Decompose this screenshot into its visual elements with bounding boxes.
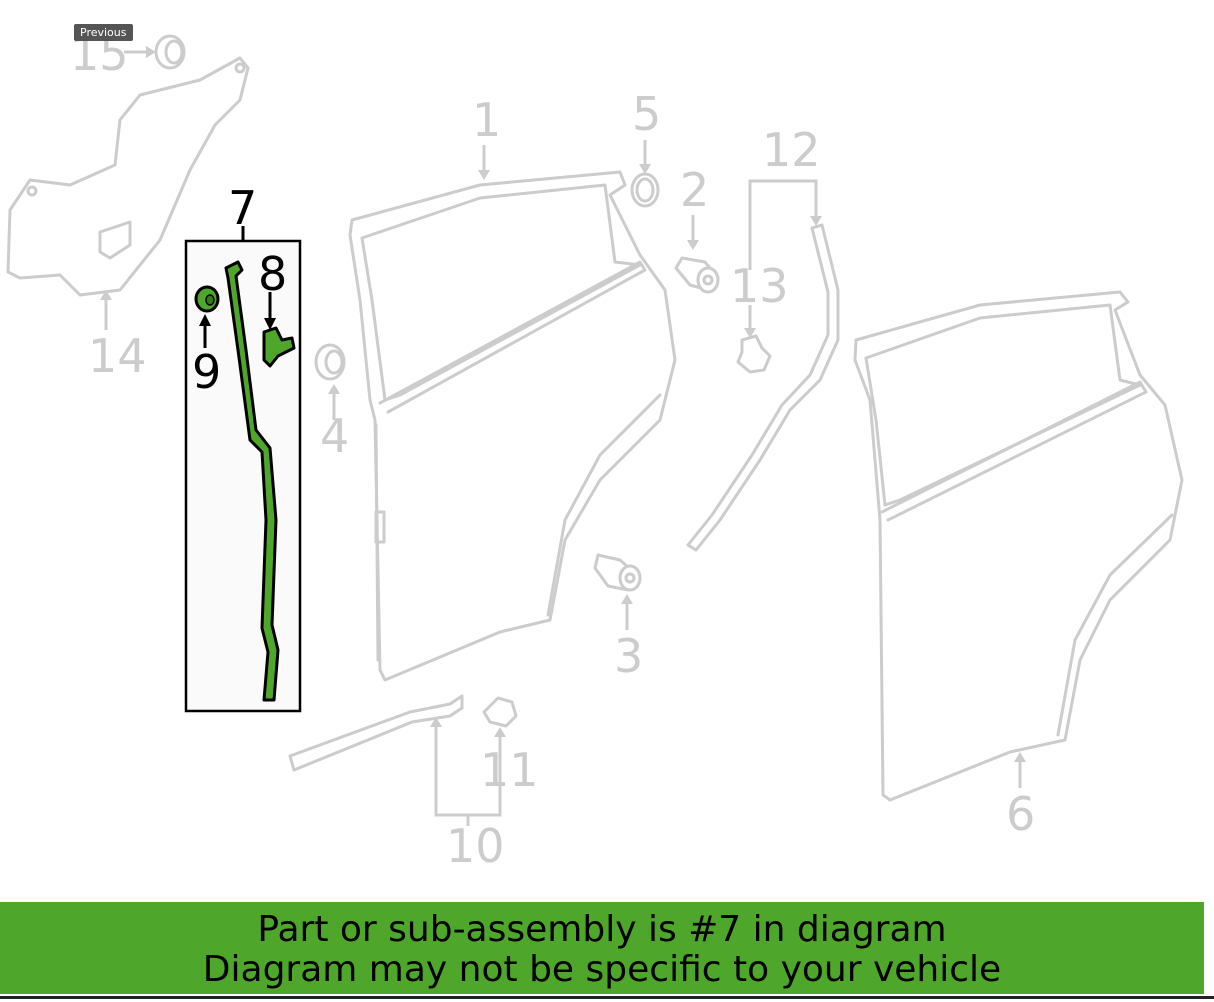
bottom-divider	[0, 996, 1214, 999]
previous-tooltip[interactable]: Previous	[74, 24, 133, 41]
part-11-clip[interactable]	[482, 696, 518, 728]
leader-12	[748, 179, 818, 270]
arrow-11	[494, 727, 506, 737]
callout-1: 1	[472, 93, 501, 147]
part-2-stopper[interactable]	[674, 256, 720, 294]
arrow-14	[100, 290, 112, 300]
parts-diagram: 1 2 3 4 5 6 7 8 9 10 11 12 13 14 15	[6, 27, 1184, 873]
part-7-seal[interactable]	[224, 260, 280, 702]
arrow-13	[744, 328, 756, 338]
part-15-plug[interactable]	[154, 34, 186, 70]
arrow-2	[687, 240, 699, 250]
part-3-stopper[interactable]	[593, 553, 642, 592]
part-12-weatherstrip[interactable]	[686, 223, 840, 552]
info-banner: Part or sub-assembly is #7 in diagram Di…	[0, 902, 1204, 994]
part-8-clip[interactable]	[262, 326, 296, 368]
arrow-6	[1014, 752, 1026, 762]
part-10-sill-strip[interactable]	[288, 694, 464, 772]
banner-line-2: Diagram may not be specific to your vehi…	[202, 949, 1002, 990]
arrow-8	[264, 318, 276, 330]
part-9-clip[interactable]	[194, 285, 220, 313]
callout-4: 4	[320, 409, 349, 463]
part-5-grommet[interactable]	[630, 172, 660, 208]
callout-13: 13	[730, 259, 789, 313]
arrow-10	[430, 717, 442, 727]
part-14-watershield[interactable]	[6, 56, 250, 297]
arrow-9	[199, 314, 211, 326]
callout-12: 12	[762, 123, 821, 177]
callout-14: 14	[88, 329, 147, 383]
part-1-door-panel[interactable]	[348, 170, 677, 682]
part-6-door-outer[interactable]	[853, 290, 1184, 802]
arrow-4	[328, 384, 340, 394]
callout-3: 3	[614, 629, 643, 683]
arrow-1	[478, 170, 490, 180]
callout-9: 9	[192, 345, 221, 399]
callout-11: 11	[480, 743, 539, 797]
part-4-plug[interactable]	[314, 343, 346, 381]
banner-line-1: Part or sub-assembly is #7 in diagram	[257, 909, 947, 950]
callout-8: 8	[258, 247, 287, 301]
callout-10: 10	[446, 819, 505, 873]
callout-6: 6	[1006, 787, 1035, 841]
arrow-5	[639, 164, 651, 174]
arrow-12	[810, 216, 822, 226]
callout-2: 2	[680, 163, 709, 217]
callout-5: 5	[632, 87, 661, 141]
arrow-3	[621, 594, 633, 604]
arrow-15	[146, 46, 156, 58]
part-13-clip[interactable]	[736, 334, 772, 374]
callout-7: 7	[228, 181, 257, 235]
